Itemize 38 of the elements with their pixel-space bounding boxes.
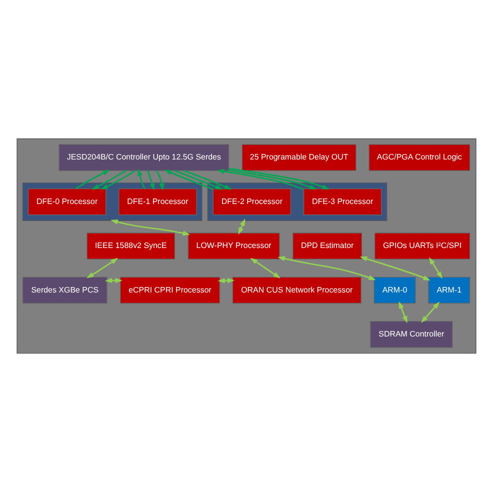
- arrow: [428, 257, 442, 279]
- node-box: ORAN CUS Network Processor: [232, 276, 362, 304]
- node-box: DFE-2 Processor: [212, 188, 292, 216]
- arrow: [360, 256, 430, 281]
- arrow: [217, 168, 304, 190]
- node-box: DFE-3 Processor: [303, 188, 382, 216]
- arrow: [156, 170, 164, 191]
- node-box: LOW-PHY Processor: [188, 232, 280, 260]
- arrow: [92, 170, 127, 190]
- cluster: [16, 138, 476, 354]
- arrow: [137, 168, 146, 189]
- arrow: [398, 301, 408, 324]
- node-box: IEEE 1588v2 SyncE: [86, 232, 176, 260]
- node-box: 25 Programable Delay OUT: [242, 144, 356, 171]
- arrow: [164, 170, 214, 190]
- node-box: ARM-1: [428, 276, 470, 304]
- arrow: [278, 256, 376, 280]
- arrow: [110, 220, 190, 236]
- node-box: AGC/PGA Control Logic: [368, 144, 470, 171]
- arrow: [174, 170, 223, 190]
- arrow: [86, 258, 118, 278]
- node-box: DFE-1 Processor: [118, 188, 197, 216]
- arrow: [100, 170, 136, 190]
- arrow: [250, 258, 280, 278]
- arrow: [228, 168, 330, 190]
- node-box: ARM-0: [374, 276, 416, 304]
- node-box: JESD204B/C Controller Upto 12.5G Serdes: [58, 144, 230, 171]
- node-box: eCPRI CPRI Processor: [120, 276, 220, 304]
- node-box: DPD Estimator: [292, 232, 362, 260]
- arrow: [75, 170, 110, 190]
- arrow: [184, 170, 232, 190]
- node-box: GPIOs UARTs I²C/SPI: [374, 232, 470, 260]
- arrow: [147, 170, 155, 191]
- node-box: SDRAM Controller: [370, 321, 453, 348]
- node-box: Serdes XGBe PCS: [22, 276, 108, 304]
- arrow: [228, 169, 317, 190]
- node-box: DFE-0 Processor: [28, 188, 106, 216]
- arrow: [421, 302, 440, 323]
